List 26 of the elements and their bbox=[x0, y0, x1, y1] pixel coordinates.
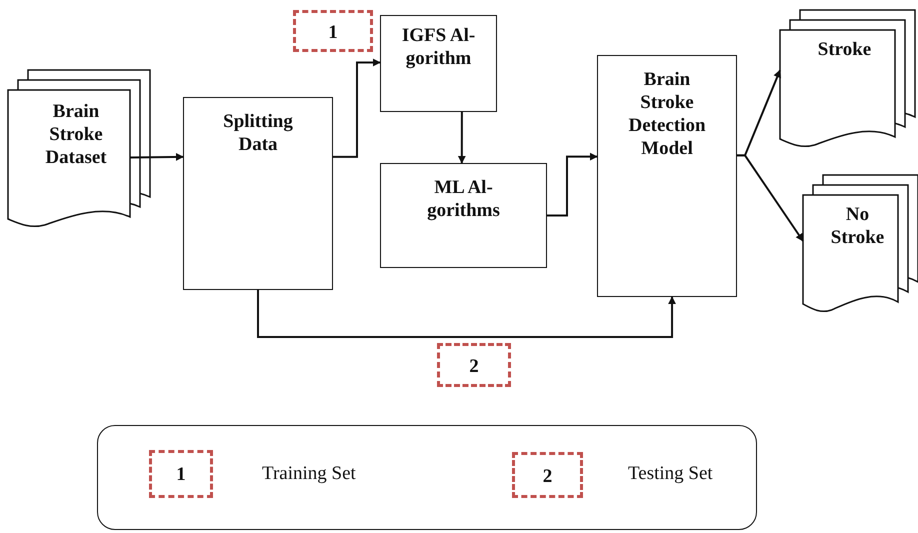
node-label: Splitting Data bbox=[222, 110, 294, 156]
process-box bbox=[380, 163, 547, 268]
process-box bbox=[183, 97, 333, 290]
arrow bbox=[458, 112, 466, 164]
node-label: IGFS Al- gorithm bbox=[400, 24, 476, 70]
node-label: Stroke bbox=[816, 38, 872, 61]
marker-number: 2 bbox=[542, 465, 554, 488]
node-label: No Stroke bbox=[830, 203, 886, 249]
arrow bbox=[257, 290, 676, 338]
marker-number: 1 bbox=[175, 463, 187, 486]
marker-number: 1 bbox=[327, 21, 339, 44]
process-box bbox=[597, 55, 737, 297]
arrow bbox=[737, 154, 804, 242]
node-label: Brain Stroke Dataset bbox=[44, 100, 108, 169]
arrow bbox=[547, 152, 598, 216]
node-label: ML Al- gorithms bbox=[426, 176, 501, 222]
dashed-marker-box bbox=[293, 10, 373, 52]
arrow bbox=[333, 58, 381, 158]
node-caption: Training Set bbox=[262, 463, 356, 485]
process-box bbox=[380, 15, 497, 112]
node-caption: Testing Set bbox=[628, 463, 713, 485]
dashed-marker-box bbox=[437, 343, 511, 387]
marker-number: 2 bbox=[468, 355, 480, 378]
arrow bbox=[130, 152, 184, 161]
node-label: Brain Stroke Detection Model bbox=[627, 68, 707, 160]
legend-panel bbox=[97, 425, 757, 530]
